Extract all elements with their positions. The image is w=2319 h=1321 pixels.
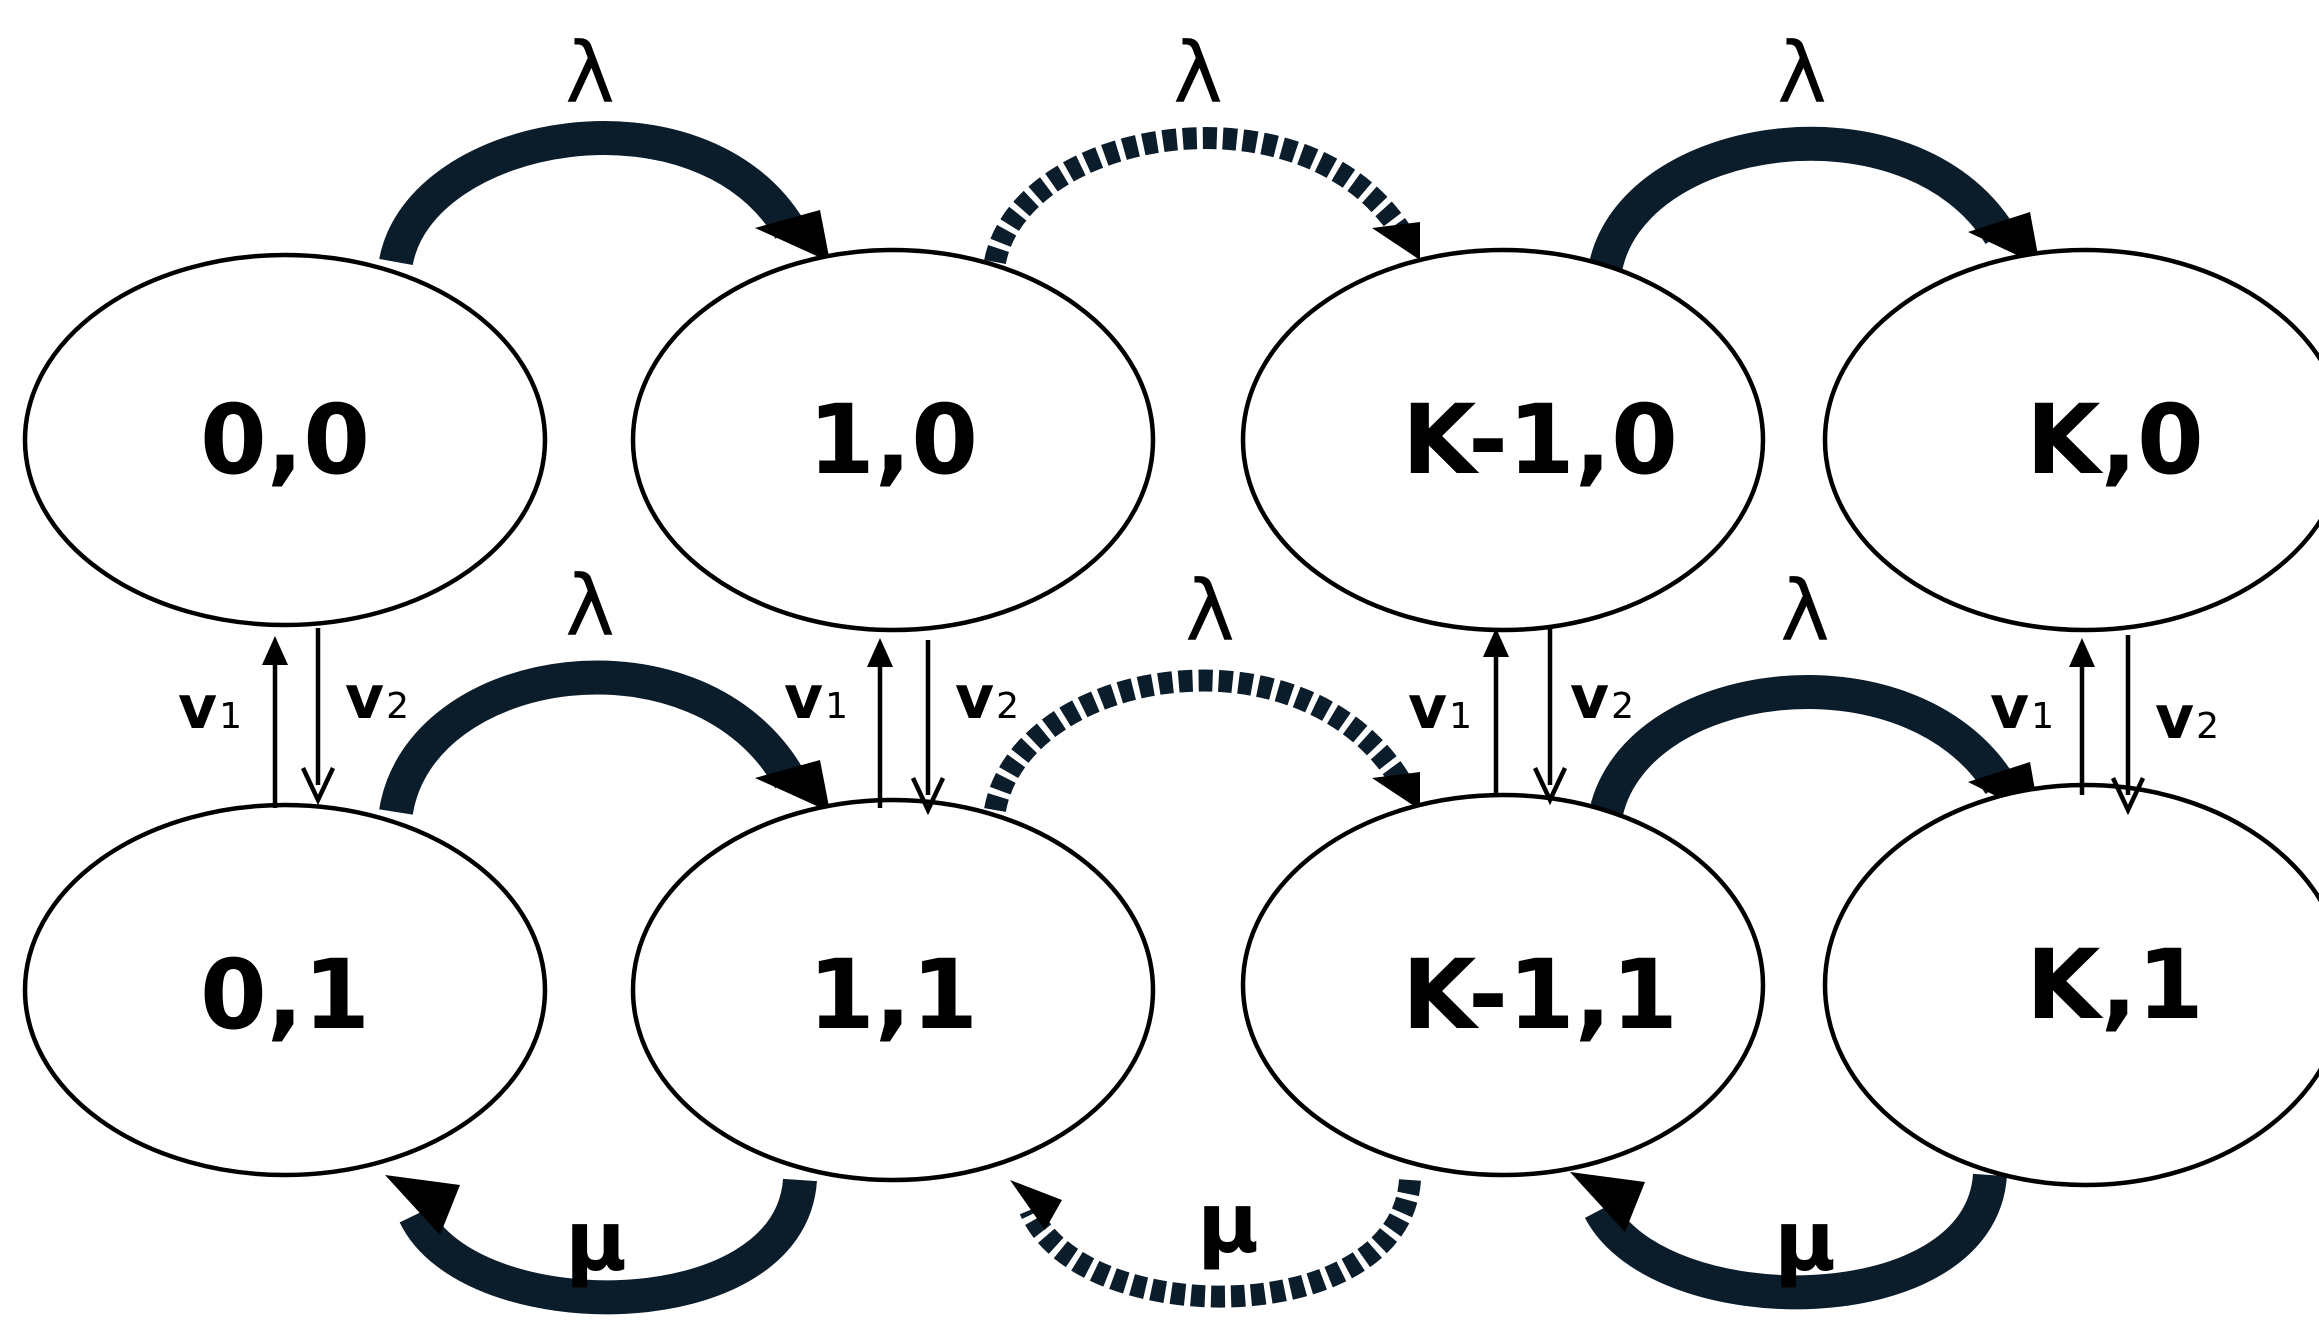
label-lambda-top-3: λ <box>1777 24 1827 122</box>
label-v1-col4: v1 <box>1990 673 2054 743</box>
node-0-0: 0,0 <box>22 252 548 628</box>
arrow-mu-2-dashed <box>1010 1178 1421 1308</box>
label-v2-col1: v2 <box>345 663 409 733</box>
label-lambda-mid-1: λ <box>565 557 615 655</box>
arrow-v1-col3 <box>1483 628 1509 795</box>
node-label-k-1: K,1 <box>2026 929 2204 1041</box>
arrow-v1-col2 <box>867 638 893 808</box>
label-lambda-top-1: λ <box>565 24 615 122</box>
label-lambda-mid-3: λ <box>1780 562 1830 660</box>
arrow-lambda-top-2-dashed <box>984 127 1420 265</box>
label-mu-2: μ <box>1197 1174 1259 1272</box>
arrow-lambda-mid-3 <box>1588 675 2040 822</box>
node-k1-1: K-1,1 <box>1240 792 1766 1178</box>
node-label-1-0: 1,0 <box>808 384 978 496</box>
label-v2-col2: v2 <box>955 663 1019 733</box>
arrow-lambda-mid-2-dashed <box>984 669 1420 813</box>
node-label-0-0: 0,0 <box>200 384 370 496</box>
node-label-k1-0: K-1,0 <box>1402 384 1678 496</box>
label-mu-3: μ <box>1774 1192 1836 1290</box>
arrow-lambda-mid-1 <box>379 660 830 816</box>
node-label-1-1: 1,1 <box>808 939 978 1051</box>
label-lambda-top-2: λ <box>1173 24 1223 122</box>
arrow-mu-1 <box>385 1175 817 1315</box>
arrow-v2-col1 <box>300 628 336 806</box>
arrow-lambda-top-1 <box>379 121 830 266</box>
node-label-k1-1: K-1,1 <box>1402 939 1678 1051</box>
node-0-1: 0,1 <box>22 802 548 1178</box>
arrow-v1-col4 <box>2069 638 2095 795</box>
arrow-mu-3 <box>1570 1172 2007 1310</box>
arrow-lambda-top-3 <box>1588 126 2040 274</box>
node-label-0-1: 0,1 <box>200 939 370 1051</box>
node-k-1: K,1 <box>1822 782 2319 1188</box>
label-v2-col3: v2 <box>1570 663 1634 733</box>
label-lambda-mid-2: λ <box>1185 562 1235 660</box>
node-1-1: 1,1 <box>630 797 1156 1183</box>
label-v1-col3: v1 <box>1408 673 1472 743</box>
node-label-k-0: K,0 <box>2026 384 2204 496</box>
arrow-v2-col2 <box>910 640 946 816</box>
label-v1-col1: v1 <box>178 673 242 743</box>
node-k1-0: K-1,0 <box>1240 247 1766 633</box>
arrow-v1-col1 <box>262 636 288 808</box>
node-k-0: K,0 <box>1822 247 2319 633</box>
label-mu-1: μ <box>565 1192 627 1290</box>
label-v2-col4: v2 <box>2155 683 2219 753</box>
arrow-v2-col3 <box>1532 628 1568 806</box>
label-v1-col2: v1 <box>784 663 848 733</box>
node-1-0: 1,0 <box>630 247 1156 633</box>
arrow-v2-col4 <box>2110 635 2146 816</box>
